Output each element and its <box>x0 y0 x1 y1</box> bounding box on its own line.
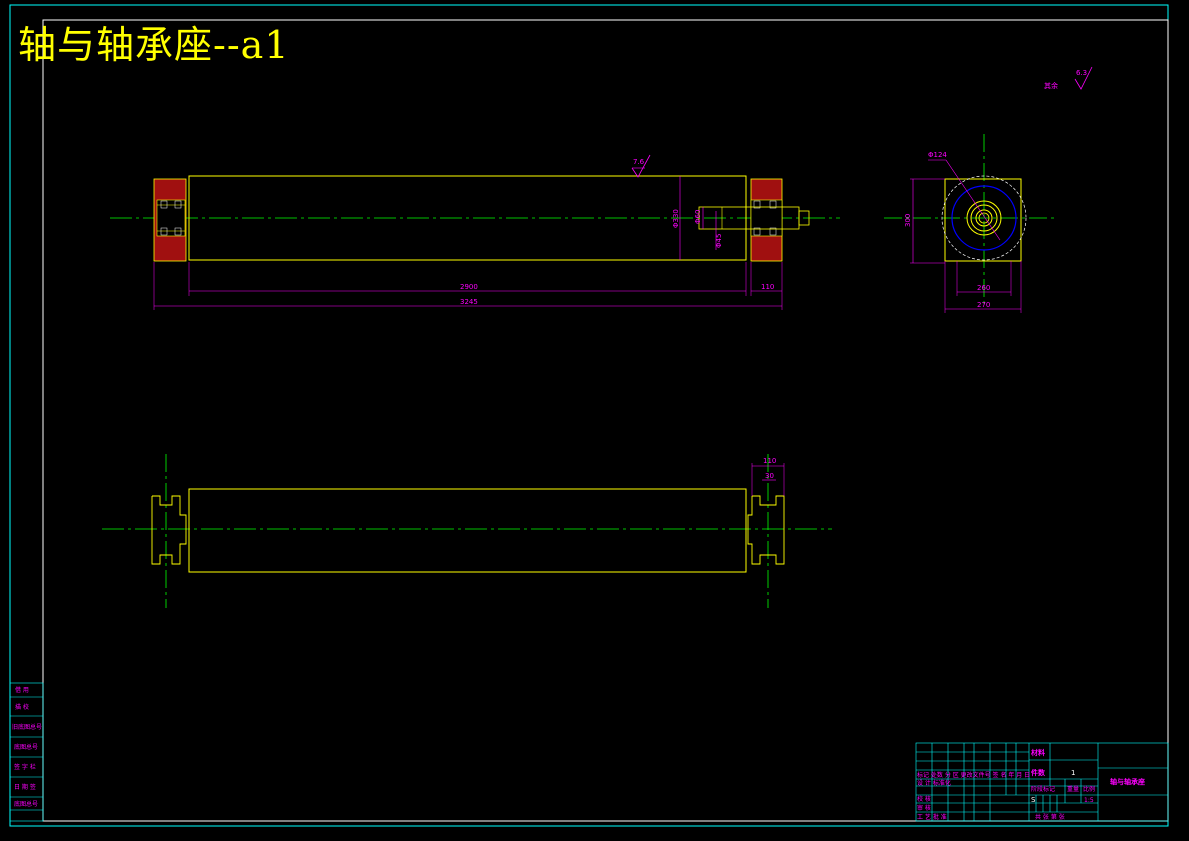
tb-scale-value: 1:5 <box>1084 797 1094 804</box>
roughness-general-symbol: 其余 6.3 <box>1044 66 1093 90</box>
title-block <box>915 742 1169 822</box>
dim-bottom-inner: 30 <box>765 472 774 480</box>
dim-side-height: 300 <box>904 214 912 227</box>
tb-row-3: 审 核 <box>917 804 931 812</box>
dim-end: 110 <box>761 283 774 291</box>
strip-item-2: 旧底图总号 <box>12 723 42 731</box>
tb-row-0: 标记 处数 分 区 更改文件号 签 名 年 月 日 <box>917 771 1030 779</box>
dim-side-dia: Φ124 <box>928 151 947 159</box>
dim-side-outer-width: 270 <box>977 301 990 309</box>
drawing-title: 轴与轴承座--a1 <box>18 23 290 67</box>
dim-shaft-dia: Φ60 <box>694 210 702 224</box>
tb-material-label: 材料 <box>1030 748 1045 757</box>
tb-quantity-label: 件数 <box>1031 768 1046 777</box>
dim-length-total: 3245 <box>460 298 478 306</box>
inner-frame <box>42 19 1169 822</box>
outer-frame <box>9 4 1169 827</box>
dim-side-inner-width: 260 <box>977 284 990 292</box>
dim-roller-dia: Φ330 <box>672 209 680 228</box>
tb-quantity-value: 1 <box>1071 769 1075 777</box>
tb-row-1: 设 计 标准化 <box>917 779 951 787</box>
strip-item-5: 日 期 签 <box>14 783 36 791</box>
tb-weight-label: 重量 <box>1067 785 1079 793</box>
roughness-value: 6.3 <box>1076 69 1087 77</box>
strip-item-0: 借 用 <box>15 686 29 694</box>
dim-length-main: 2900 <box>460 283 478 291</box>
dim-bottom-top: 110 <box>763 457 776 465</box>
tb-stage-label: 阶段标记 <box>1031 785 1055 793</box>
dim-shaft-dia-2: Φ45 <box>715 234 723 248</box>
tb-stage-value: S <box>1031 796 1036 804</box>
tb-part-name: 轴与轴承座 <box>1110 777 1145 786</box>
tb-sheet-label: 共 张 第 张 <box>1035 813 1065 821</box>
side-view: Φ124 300 260 270 <box>884 134 1058 313</box>
strip-item-4: 签 字 栏 <box>14 763 36 771</box>
tb-row-4: 工 艺 批 准 <box>917 813 947 821</box>
tb-scale-label: 比例 <box>1083 785 1095 793</box>
front-view: 7.6 Φ330 Φ60 Φ45 2900 110 3245 <box>110 154 840 310</box>
strip-item-3: 底图总号 <box>14 743 38 751</box>
roughness-prefix: 其余 <box>1044 81 1058 90</box>
title-block-text: 材料 件数 1 轴与轴承座 阶段标记 重量 比例 S 1:5 共 张 第 张 标… <box>917 748 1145 821</box>
strip-item-6: 底图总号 <box>14 800 38 808</box>
tb-row-2: 校 核 <box>917 795 931 803</box>
left-strip-table: 借 用 描 校 旧底图总号 底图总号 签 字 栏 日 期 签 底图总号 <box>9 682 44 822</box>
bottom-view: 110 30 <box>102 454 832 608</box>
roughness-shaft-value: 7.6 <box>633 158 645 166</box>
strip-item-1: 描 校 <box>15 703 29 711</box>
